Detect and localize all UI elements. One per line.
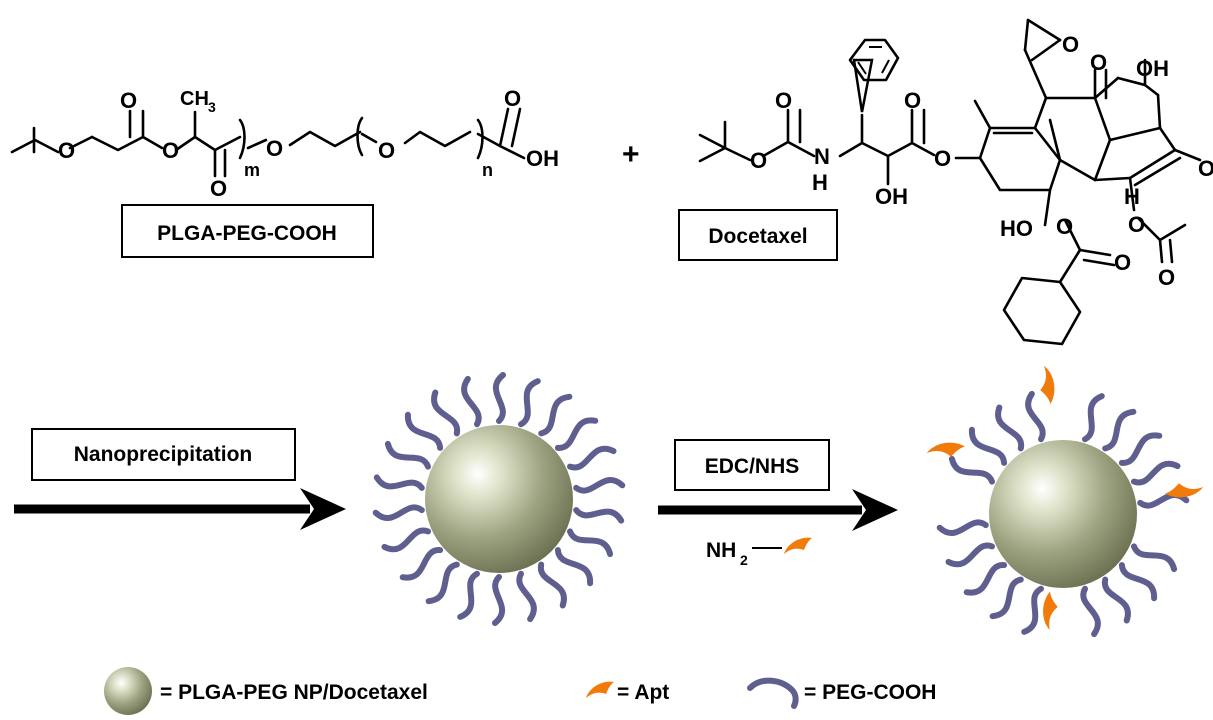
atom-o: O <box>120 88 137 113</box>
peg-chain <box>493 372 506 424</box>
repeat-subscript-n: n <box>482 160 493 180</box>
atom-o: O <box>1158 265 1175 290</box>
atom-o: O <box>162 138 179 163</box>
nanoprecipitation-step: Nanoprecipitation <box>14 428 346 530</box>
peg-chain <box>989 576 1024 620</box>
atom-o: O <box>775 88 792 113</box>
atom-n: N <box>814 144 830 169</box>
peg-chain <box>948 455 995 485</box>
peg-chain <box>461 375 482 428</box>
atom-o: O <box>378 138 395 163</box>
peg-chain <box>1082 393 1105 443</box>
peg-chain <box>425 561 460 605</box>
peg-chain <box>381 527 431 553</box>
peg-nanoparticle <box>372 372 626 626</box>
peg-chain <box>516 570 537 623</box>
nanoparticle-core <box>425 425 573 573</box>
peg-chain <box>518 378 541 428</box>
atom-h: H <box>812 170 828 195</box>
peg-chain <box>936 519 989 537</box>
atom-o: O <box>1114 250 1131 275</box>
legend: = PLGA-PEG NP/Docetaxel = Apt = PEG-COOH <box>104 667 936 715</box>
aptamer <box>1032 365 1063 405</box>
edc-nhs-label: EDC/NHS <box>705 455 800 478</box>
legend-apt-label: = Apt <box>617 681 669 704</box>
peg-chain <box>492 574 505 626</box>
hydroxyl-label: OH <box>526 146 559 171</box>
atom-o: O <box>504 86 521 111</box>
repeat-subscript-m: m <box>244 160 260 180</box>
hydroxyl-label: OH <box>875 184 908 209</box>
peg-chain <box>567 445 617 471</box>
atom-o: O <box>750 148 767 173</box>
peg-chain <box>1102 408 1137 452</box>
docetaxel-label-box: Docetaxel <box>678 209 838 261</box>
nanoparticle-icon <box>104 667 152 715</box>
peg-chain <box>372 504 425 522</box>
aptamer <box>926 434 966 465</box>
peg-chain <box>963 562 1008 596</box>
atom-o: O <box>904 88 921 113</box>
peg-chain <box>1131 460 1181 486</box>
peg-cooh-icon <box>747 677 799 709</box>
plga-peg-cooh-label-box: PLGA-PEG-COOH <box>121 204 374 258</box>
peg-chain <box>538 561 567 609</box>
docetaxel-structure: O O N H OH O O O O OH H HO O O O O O <box>698 18 1213 346</box>
arrow-head <box>300 488 346 530</box>
atom-o: O <box>1090 50 1107 75</box>
aptamer-nanoparticle <box>926 365 1204 638</box>
peg-chain <box>1118 432 1163 466</box>
peg-chain <box>1080 585 1101 638</box>
legend-np-label: = PLGA-PEG NP/Docetaxel <box>160 681 428 704</box>
plga-peg-cooh-label: PLGA-PEG-COOH <box>157 222 337 245</box>
peg-chain <box>995 404 1024 452</box>
peg-chain <box>945 542 995 568</box>
legend-peg-label: = PEG-COOH <box>804 681 936 704</box>
atom-o: O <box>1128 212 1145 237</box>
atom-o: O <box>1056 214 1073 239</box>
atom-o: O <box>58 138 75 163</box>
peg-chain <box>431 389 460 437</box>
peg-chain <box>457 570 480 620</box>
peg-chain <box>567 528 614 558</box>
methyl-subscript: 3 <box>208 99 216 115</box>
amine-subscript: 2 <box>740 552 748 568</box>
peg-chain <box>573 476 626 494</box>
atom-o: O <box>210 176 227 201</box>
peg-chain <box>373 474 425 491</box>
aptamer-icon <box>784 537 812 554</box>
peg-chain <box>554 417 599 451</box>
atom-o: O <box>1062 32 1079 57</box>
peg-chain <box>399 547 444 581</box>
amine-label: NH <box>706 539 736 562</box>
peg-chain <box>554 547 594 587</box>
hydroxyl-label: HO <box>1000 216 1033 241</box>
peg-chain <box>1118 562 1158 602</box>
peg-chain <box>573 507 625 524</box>
atom-o: O <box>934 146 951 171</box>
atom-h: H <box>1124 184 1140 209</box>
conjugation-step: EDC/NHS NH 2 <box>658 439 898 568</box>
arrow-head <box>852 489 898 531</box>
methyl-label: CH <box>180 88 209 110</box>
peg-chain <box>384 440 431 470</box>
nanoprecipitation-label: Nanoprecipitation <box>74 443 253 466</box>
atom-o-partial: O <box>1198 156 1213 181</box>
peg-chain <box>1021 585 1044 635</box>
peg-chain <box>404 411 444 451</box>
hydroxyl-label: OH <box>1136 56 1169 81</box>
peg-chain <box>968 426 1008 466</box>
docetaxel-label: Docetaxel <box>708 225 807 248</box>
peg-chain <box>1102 576 1131 624</box>
aptamer-icon <box>586 681 614 698</box>
atom-o: O <box>266 136 283 161</box>
peg-chain <box>538 393 573 437</box>
nanoparticle-core <box>989 440 1137 588</box>
peg-chain <box>1025 390 1046 443</box>
plga-peg-cooh-structure: O O O CH 3 O m O O n O OH <box>10 86 559 201</box>
plus-sign: + <box>622 138 640 171</box>
peg-chain <box>1131 543 1178 573</box>
